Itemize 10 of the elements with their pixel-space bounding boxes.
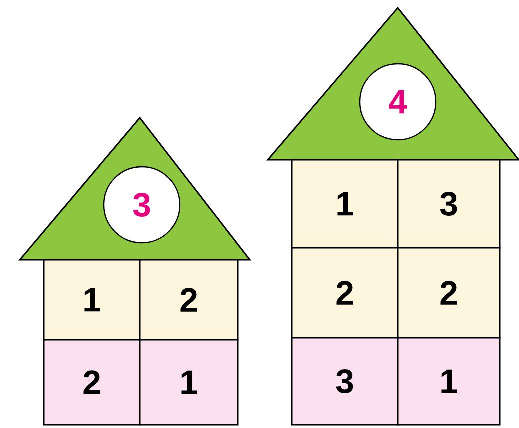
number-cell: 3 — [397, 159, 501, 249]
number-cell: 2 — [139, 259, 239, 341]
number-cell: 1 — [397, 337, 501, 426]
number-cell: 2 — [397, 247, 501, 339]
number-cell: 1 — [43, 259, 141, 341]
number-cell: 2 — [43, 339, 141, 426]
number-cell: 1 — [139, 339, 239, 426]
number-cell: 2 — [291, 247, 399, 339]
number-cell: 3 — [291, 337, 399, 426]
number-cell: 1 — [291, 159, 399, 249]
